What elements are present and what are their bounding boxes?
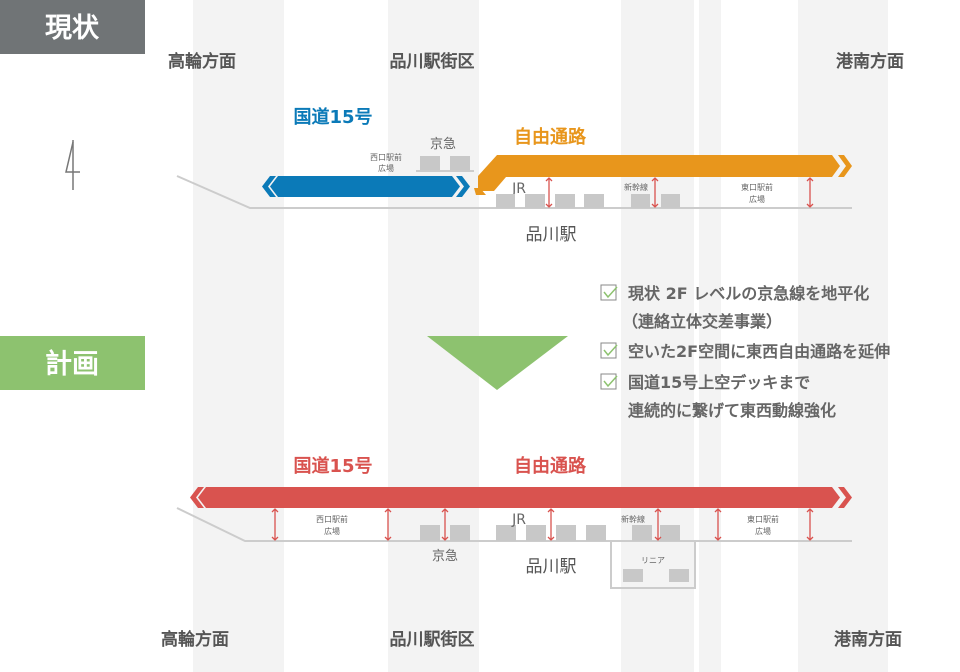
track: [496, 525, 516, 541]
current-label-box: [0, 0, 145, 54]
shinkansen-label: 新幹線: [624, 182, 648, 192]
route15-deck: [262, 176, 470, 197]
east-plaza-label: 広場: [749, 194, 765, 204]
checklist-text: （連絡立体交差事業）: [622, 312, 782, 331]
checklist-text: 現状 2F レベルの京急線を地平化: [628, 284, 869, 303]
route15-label-plan: 国道15号: [293, 455, 372, 477]
jr-label: JR: [511, 512, 526, 528]
jr-tracks: [496, 194, 680, 208]
chevron-left-icon: [190, 487, 204, 508]
down-arrow-icon: [427, 336, 568, 390]
track: [586, 525, 606, 541]
plan-tracks: [420, 525, 689, 582]
direction-station-block: 品川駅街区: [390, 51, 475, 72]
checkbox-icon: [600, 284, 617, 301]
station-label: 品川駅: [526, 557, 577, 577]
height-arrow-icon: [441, 508, 449, 541]
check-icon: [603, 344, 618, 357]
track: [526, 525, 546, 541]
track: [661, 194, 680, 208]
plan-label: 計画: [45, 348, 99, 380]
track: [632, 525, 652, 541]
height-arrow-icon: [547, 508, 555, 541]
east-plaza-label: 東口駅前: [747, 514, 779, 524]
checkbox-icon: [600, 342, 617, 359]
keikyu-label: 京急: [430, 137, 456, 152]
band: [621, 0, 694, 672]
chevron-left-icon: [262, 176, 276, 197]
keikyu-label: 京急: [432, 549, 458, 564]
shinkansen-label: 新幹線: [621, 514, 645, 524]
keikyu-track: [450, 525, 470, 541]
clearance-arrows-plan: [271, 508, 814, 541]
band: [699, 0, 721, 672]
chevron-left-icon: [474, 188, 486, 195]
direction-station-block: 品川駅街区: [390, 629, 475, 650]
free-passage: [474, 155, 852, 195]
track: [584, 194, 604, 208]
clearance-arrows: [545, 177, 814, 208]
plan-deck: [190, 487, 852, 508]
band: [798, 0, 888, 672]
track: [660, 525, 680, 541]
current-label: 現状: [45, 13, 100, 44]
north-arrow-icon: [65, 140, 80, 190]
keikyu-track: [420, 525, 440, 541]
west-plaza-label: 広場: [324, 526, 340, 536]
checklist-item: 現状 2F レベルの京急線を地平化 （連絡立体交差事業）: [600, 284, 869, 331]
west-plaza-label: 西口駅前: [370, 152, 402, 162]
track: [631, 194, 650, 208]
plan-label-box: [0, 336, 145, 390]
chevron-right-icon: [456, 176, 470, 197]
station-label: 品川駅: [526, 225, 577, 245]
checklist-item: 空いた2F空間に東西自由通路を延伸: [600, 342, 890, 361]
linear-label: リニア: [641, 556, 665, 565]
chevron-right-icon: [838, 487, 852, 508]
track: [555, 194, 575, 208]
checklist: 現状 2F レベルの京急線を地平化 （連絡立体交差事業） 空いた2F空間に東西自…: [600, 284, 890, 420]
direction-konan: 港南方面: [834, 629, 902, 650]
checklist-text: 空いた2F空間に東西自由通路を延伸: [628, 342, 890, 361]
linear-track: [669, 569, 689, 582]
east-plaza-label: 広場: [755, 526, 771, 536]
track: [496, 194, 515, 208]
direction-konan: 港南方面: [836, 51, 904, 72]
checkbox-icon: [600, 373, 617, 390]
linear-track: [623, 569, 643, 582]
jr-label: JR: [511, 181, 526, 197]
height-arrow-icon: [384, 508, 392, 541]
east-plaza-label: 東口駅前: [741, 182, 773, 192]
keikyu-track: [420, 156, 440, 171]
linear-box: [610, 541, 696, 589]
free-passage-label: 自由通路: [514, 126, 587, 148]
check-icon: [603, 375, 618, 388]
free-passage-label-plan: 自由通路: [514, 455, 587, 477]
height-arrow-icon: [806, 177, 814, 208]
height-arrow-icon: [806, 508, 814, 541]
west-plaza-label: 西口駅前: [316, 514, 348, 524]
track: [525, 194, 545, 208]
checklist-item: 国道15号上空デッキまで 連続的に繋げて東西動線強化: [600, 373, 836, 420]
chevron-right-icon: [838, 155, 852, 177]
direction-takanawa: 高輪方面: [161, 629, 229, 650]
checklist-text: 国道15号上空デッキまで: [628, 373, 810, 392]
ground-line: [176, 175, 852, 209]
direction-takanawa: 高輪方面: [168, 51, 236, 72]
height-arrow-icon: [651, 177, 659, 208]
track: [556, 525, 576, 541]
route15-label: 国道15号: [293, 106, 372, 128]
checklist-text: 連続的に繋げて東西動線強化: [628, 401, 836, 420]
height-arrow-icon: [714, 508, 722, 541]
height-arrow-icon: [654, 508, 662, 541]
keikyu-track: [450, 156, 470, 171]
height-arrow-icon: [545, 177, 553, 208]
check-icon: [603, 286, 618, 299]
height-arrow-icon: [271, 508, 279, 541]
band: [193, 0, 284, 672]
west-plaza-label: 広場: [378, 163, 394, 173]
